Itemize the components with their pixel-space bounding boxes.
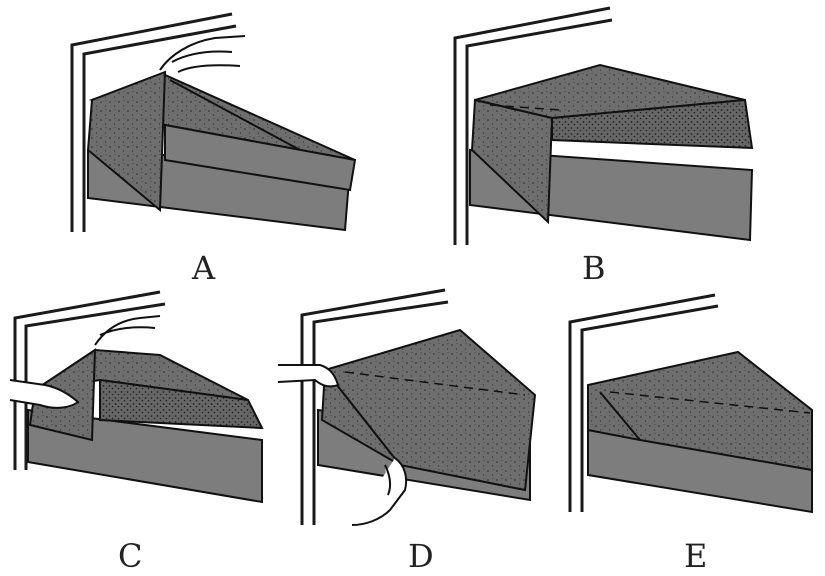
- hand-icon: [9, 379, 80, 409]
- sheet-made: [587, 350, 813, 472]
- panel-a: [70, 12, 357, 232]
- headboard-frame: [453, 6, 613, 245]
- panel-label-c: C: [118, 537, 143, 575]
- headboard-frame: [568, 293, 719, 512]
- hand-icon: [94, 315, 161, 346]
- sheet-tuck: [470, 98, 554, 225]
- panel-label-b: B: [582, 249, 606, 287]
- panel-e: [568, 293, 813, 514]
- panel-d: [277, 288, 537, 526]
- hand-icon: [351, 457, 408, 526]
- panel-label-d: D: [408, 537, 434, 575]
- sheet-corner: [320, 367, 401, 466]
- panel-label-e: E: [684, 537, 708, 575]
- panel-c: [9, 290, 264, 504]
- sheet-fold: [86, 70, 167, 213]
- panel-b: [453, 6, 754, 245]
- panel-label-a: A: [192, 249, 216, 287]
- mattress-front: [99, 378, 264, 430]
- headboard-frame: [300, 288, 449, 525]
- hand-icon: [159, 35, 246, 73]
- hand-icon: [277, 364, 340, 388]
- headboard-frame: [70, 12, 237, 232]
- headboard-frame: [13, 290, 166, 470]
- mattress-front: [164, 123, 357, 192]
